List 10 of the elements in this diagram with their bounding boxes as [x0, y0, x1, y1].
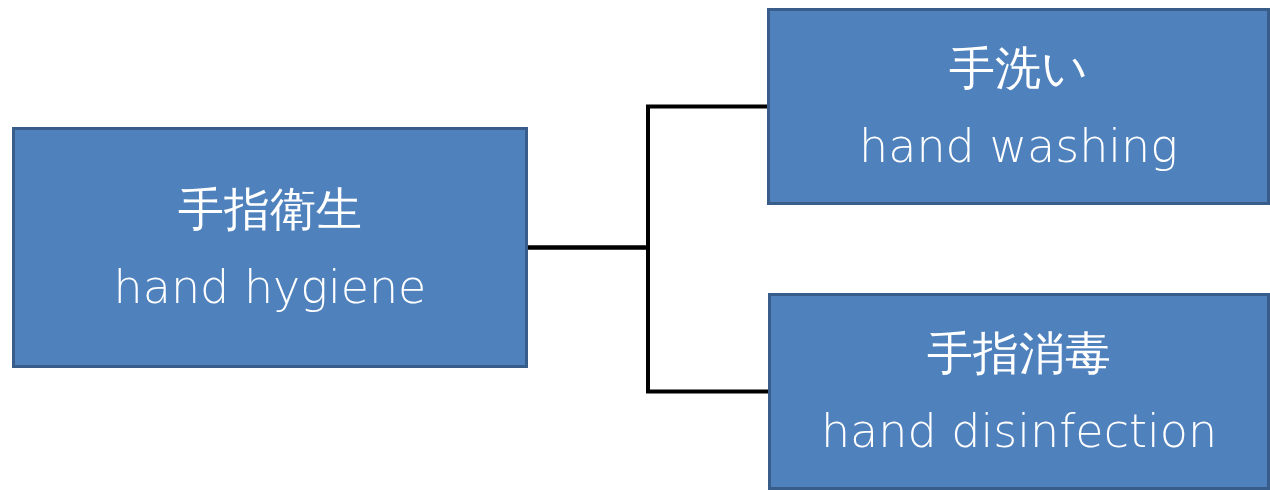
process-box — [12, 127, 528, 368]
node-label: hand disinfection — [820, 402, 1218, 460]
process-box — [767, 8, 1270, 205]
process-box — [768, 293, 1270, 490]
connector-line — [528, 245, 768, 394]
node-label: hand hygiene — [113, 258, 427, 316]
node-heading: 手指衛生 — [178, 180, 362, 238]
node-heading: 手指消毒 — [927, 324, 1111, 382]
node-label: hand washing — [859, 117, 1178, 175]
node-heading: 手洗い — [949, 39, 1088, 97]
